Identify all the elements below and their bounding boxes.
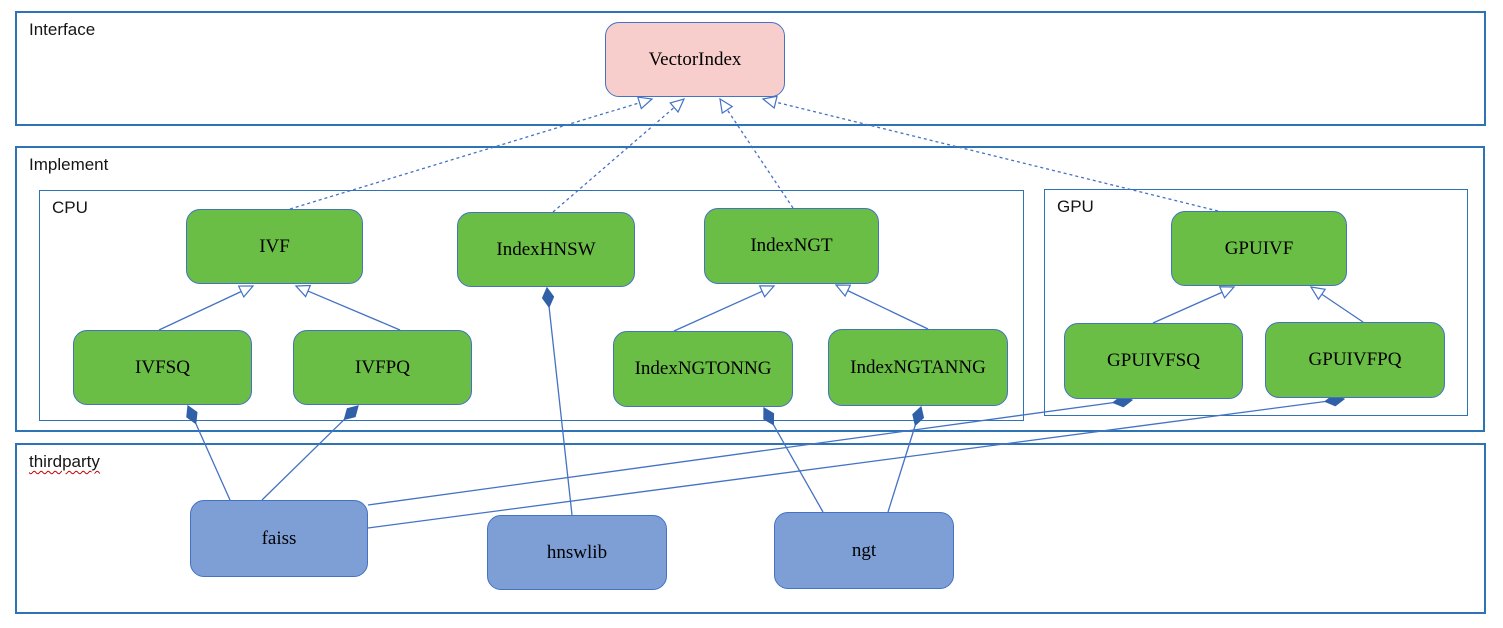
edge-line [289, 102, 640, 210]
hollow-triangle-arrowhead-icon [669, 98, 686, 114]
edge-indexngtanng-indexngt-generalize [834, 284, 929, 330]
edge-line [548, 306, 573, 516]
edge-ivfpq-ivf-generalize [294, 284, 401, 331]
edge-faiss-gpuivfsq-compose [367, 395, 1134, 506]
edge-line [726, 109, 794, 209]
edge-line [261, 418, 345, 501]
edge-line [1152, 291, 1223, 324]
node-label-indexhnsw: IndexHNSW [496, 238, 596, 260]
node-label-indexngtanng: IndexNGTANNG [850, 356, 986, 378]
edge-line [1321, 293, 1364, 323]
node-ngt[interactable]: ngt [774, 512, 954, 589]
node-gpuivfsq[interactable]: GPUIVFSQ [1064, 323, 1243, 399]
edge-faiss-gpuivfpq-compose [367, 394, 1346, 529]
diamond-composition-icon [763, 406, 775, 426]
group-label-interface: Interface [29, 20, 96, 39]
node-label-indexngt: IndexNGT [750, 235, 833, 256]
group-interface[interactable]: Interface [15, 11, 1486, 126]
node-label-gpuivfsq: GPUIVFSQ [1107, 350, 1200, 371]
diamond-composition-icon [186, 404, 198, 425]
edge-line [772, 424, 824, 513]
edge-indexngtonng-indexngt-generalize [673, 285, 776, 332]
edge-gpuivf-vectorindex-realize [761, 95, 1219, 212]
node-gpuivfpq[interactable]: GPUIVFPQ [1265, 322, 1445, 398]
group-thirdparty[interactable]: thirdparty [15, 443, 1486, 614]
node-label-ngt: ngt [851, 539, 877, 561]
group-label-thirdparty: thirdparty [29, 452, 100, 471]
hollow-triangle-arrowhead-icon [1309, 286, 1327, 301]
hollow-triangle-arrowhead-icon [761, 95, 778, 109]
diamond-composition-icon [912, 405, 925, 427]
node-ivfpq[interactable]: IVFPQ [293, 330, 472, 405]
edge-line [847, 290, 929, 330]
node-faiss[interactable]: faiss [190, 500, 368, 577]
edge-indexhnsw-vectorindex-realize [552, 98, 686, 213]
node-label-faiss: faiss [261, 527, 297, 549]
edge-line [552, 106, 675, 213]
edge-faiss-ivfpq-compose [261, 405, 359, 501]
edge-ivf-vectorindex-realize [289, 96, 654, 210]
edge-line [195, 423, 231, 501]
hollow-triangle-arrowhead-icon [719, 97, 734, 115]
edge-line [367, 400, 1326, 529]
hollow-triangle-arrowhead-icon [636, 96, 654, 110]
node-label-indexngtonng: IndexNGTONNG [634, 358, 772, 379]
node-gpuivf[interactable]: GPUIVF [1171, 211, 1347, 286]
edge-line [673, 290, 763, 332]
edge-ivfsq-ivf-generalize [158, 285, 255, 331]
hollow-triangle-arrowhead-icon [294, 284, 312, 298]
edge-gpuivfsq-gpuivf-generalize [1152, 286, 1236, 324]
group-gpu[interactable]: GPU [1044, 189, 1468, 416]
hollow-triangle-arrowhead-icon [834, 284, 852, 298]
hollow-triangle-arrowhead-icon [1218, 286, 1236, 299]
diamond-composition-icon [343, 405, 359, 421]
node-hnswlib[interactable]: hnswlib [487, 515, 667, 590]
node-label-gpuivfpq: GPUIVFPQ [1308, 349, 1402, 370]
edge-line [367, 401, 1114, 506]
node-label-ivfpq: IVFPQ [355, 356, 410, 378]
node-vectorindex[interactable]: VectorIndex [605, 22, 785, 97]
hollow-triangle-arrowhead-icon [237, 285, 255, 299]
edge-faiss-ivfsq-compose [186, 404, 231, 501]
node-indexngt[interactable]: IndexNGT [704, 208, 879, 284]
group-cpu[interactable]: CPU [39, 190, 1024, 421]
hollow-triangle-arrowhead-icon [758, 285, 776, 298]
edge-indexngt-vectorindex-realize [719, 97, 794, 209]
group-implement[interactable]: Implement [15, 146, 1485, 432]
node-label-hnswlib: hnswlib [546, 541, 608, 563]
node-ivf[interactable]: IVF [186, 209, 363, 284]
diamond-composition-icon [541, 286, 555, 309]
node-indexngtonng[interactable]: IndexNGTONNG [613, 331, 793, 407]
edge-line [158, 290, 242, 331]
edge-line [775, 101, 1219, 212]
edge-line [307, 290, 401, 331]
edge-gpuivfpq-gpuivf-generalize [1309, 286, 1364, 323]
node-indexngtanng[interactable]: IndexNGTANNG [828, 329, 1008, 406]
edge-ngt-indexngtanng-compose [887, 405, 925, 513]
node-label-gpuivf: GPUIVF [1224, 237, 1294, 259]
node-label-vectorindex: VectorIndex [648, 48, 742, 70]
edge-ngt-indexngtonng-compose [763, 406, 824, 513]
edge-hnswlib-indexhnsw-compose [541, 286, 573, 516]
node-label-ivfsq: IVFSQ [135, 356, 190, 378]
group-label-gpu: GPU [1057, 197, 1094, 216]
group-label-implement: Implement [29, 155, 109, 174]
edge-line [887, 424, 916, 513]
node-indexhnsw[interactable]: IndexHNSW [457, 212, 635, 287]
node-label-ivf: IVF [259, 235, 290, 257]
group-label-cpu: CPU [52, 198, 88, 217]
node-ivfsq[interactable]: IVFSQ [73, 330, 252, 405]
